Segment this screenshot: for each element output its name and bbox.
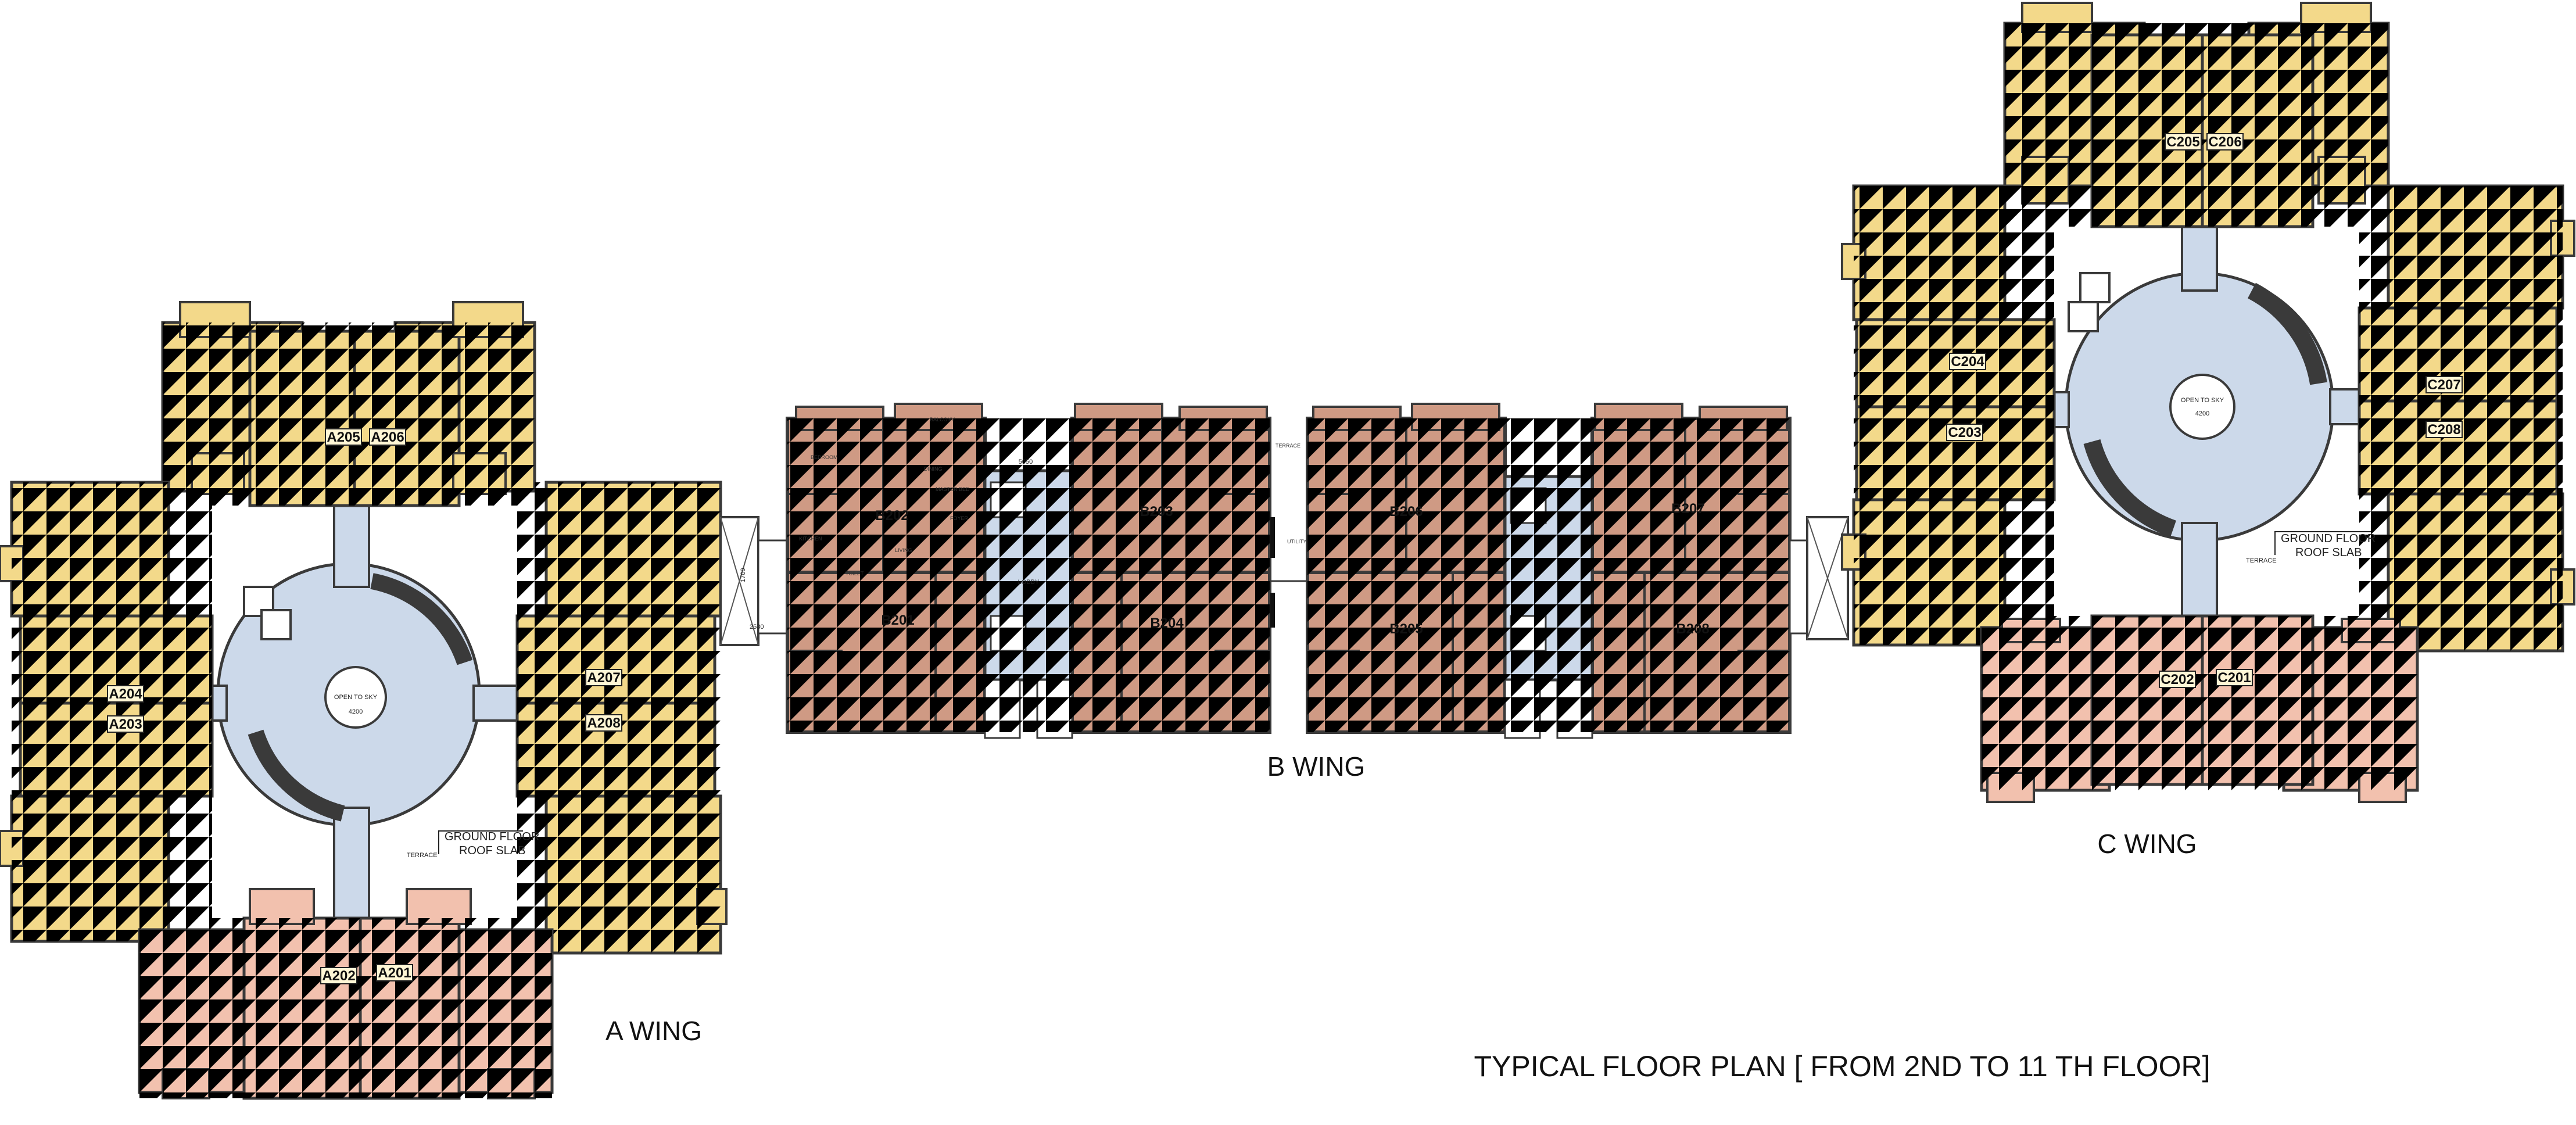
unit-label-a202: A202: [322, 968, 355, 984]
room-label-dining: DINING: [924, 466, 943, 472]
unit-label-c207: C207: [2427, 377, 2460, 393]
roof-note-line-2: ROOF SLAB: [459, 844, 525, 857]
a-wing-open-to-sky: OPEN TO SKY 4200: [324, 666, 387, 729]
unit-label-a207: A207: [587, 670, 620, 686]
b-c-bridge: [1789, 516, 1849, 640]
c-wing-top-cluster: [2003, 2, 2390, 228]
unit-label-a206: A206: [371, 429, 404, 445]
c-wing-label: C WING: [2097, 829, 2197, 859]
room-label-terrace: TERRACE: [1276, 443, 1300, 449]
dimension-top: 5050: [1019, 458, 1033, 465]
b-wing-label: B WING: [1267, 751, 1366, 782]
unit-label-a204: A204: [109, 686, 142, 702]
unit-label-b207: B207: [1671, 501, 1704, 517]
unit-label-b205: B205: [1389, 621, 1423, 637]
room-label-living: LIVING: [895, 547, 912, 553]
open-to-sky-dimension: 4200: [349, 708, 363, 715]
b-wing-expansion-joint: [1270, 517, 1307, 628]
c-wing-left-cluster: [1841, 184, 2056, 647]
a-wing-top-cluster: [161, 301, 536, 507]
c-wing-open-to-sky: OPEN TO SKY 4200: [2169, 374, 2235, 440]
unit-label-c205: C205: [2166, 134, 2199, 150]
roof-note-line-1: GROUND FLOOR: [2281, 532, 2376, 545]
unit-label-a201: A201: [378, 965, 411, 981]
unit-label-c202: C202: [2161, 672, 2194, 687]
unit-label-b206: B206: [1389, 504, 1423, 519]
roof-note-line-1: GROUND FLOOR: [445, 830, 539, 843]
unit-label-c203: C203: [1948, 425, 1981, 440]
lobby-label: LOBBY: [1018, 579, 1040, 586]
c-wing-right-cluster: [2358, 184, 2575, 653]
c-wing-bottom-cluster: [1980, 614, 2419, 803]
open-to-sky-label: OPEN TO SKY: [2181, 397, 2224, 404]
c-wing-roof-slab-note: GROUND FLOOR ROOF SLAB TERRACE: [2246, 531, 2376, 564]
unit-label-a205: A205: [327, 429, 360, 445]
dimension-left: 2530: [750, 624, 764, 630]
a-b-bridge: 2530 1700: [719, 516, 789, 646]
room-label-balcony: BALCONY: [930, 417, 955, 422]
open-to-sky-label: OPEN TO SKY: [334, 694, 378, 701]
room-label-bedroom: BEDROOM: [811, 454, 838, 460]
dimension-side: 1700: [740, 568, 747, 582]
room-label-utility: UTILITY: [1287, 539, 1307, 544]
b-wing: BEDROOM MASTER BED LIVING DINING KITCHEN…: [786, 403, 1792, 782]
unit-label-b208: B208: [1676, 621, 1709, 637]
a-wing-left-cluster: [0, 481, 214, 943]
b-wing-left-block: [786, 403, 1271, 739]
room-label-kitchen: KITCHEN: [799, 536, 822, 542]
unit-label-c201: C201: [2217, 670, 2251, 686]
open-to-sky-dimension: 4200: [2195, 410, 2209, 417]
c-wing: OPEN TO SKY 4200: [1841, 2, 2575, 859]
room-label-master-bed: MASTER BED: [936, 486, 970, 492]
terrace-label: TERRACE: [2246, 557, 2277, 564]
unit-label-b203: B203: [1140, 504, 1173, 519]
unit-label-a203: A203: [109, 716, 142, 732]
b-wing-room-labels: BEDROOM MASTER BED LIVING DINING KITCHEN…: [799, 417, 1307, 586]
unit-label-c206: C206: [2208, 134, 2241, 150]
unit-label-c208: C208: [2427, 422, 2460, 438]
a-wing-label: A WING: [606, 1016, 702, 1046]
unit-label-b202: B202: [875, 508, 908, 524]
a-wing-unit-labels: A205 A206 A204 A203 A207 A208 A202 A201: [107, 428, 622, 984]
a-wing: OPEN TO SKY 4200: [0, 301, 728, 1100]
a-wing-roof-slab-note: GROUND FLOOR ROOF SLAB TERRACE: [407, 830, 539, 859]
c-wing-unit-labels: C205 C206 C204 C203 C207 C208 C202 C201: [1946, 133, 2463, 688]
unit-label-a208: A208: [587, 715, 620, 731]
unit-label-b204: B204: [1150, 615, 1184, 631]
b-wing-unit-labels: B202 B203 B201 B204 B206 B207 B205 B208: [875, 501, 1709, 637]
room-label-toilet: TOILET: [845, 571, 864, 576]
unit-label-c204: C204: [1951, 354, 1984, 370]
room-label-foyer: FOYER: [950, 515, 969, 521]
a-wing-bottom-cluster: [138, 888, 554, 1100]
roof-note-line-2: ROOF SLAB: [2295, 546, 2362, 559]
unit-label-b201: B201: [881, 612, 914, 628]
terrace-label: TERRACE: [407, 852, 438, 859]
plan-title: TYPICAL FLOOR PLAN [ FROM 2ND TO 11 TH F…: [1474, 1050, 2210, 1083]
b-wing-right-block: [1306, 403, 1792, 739]
